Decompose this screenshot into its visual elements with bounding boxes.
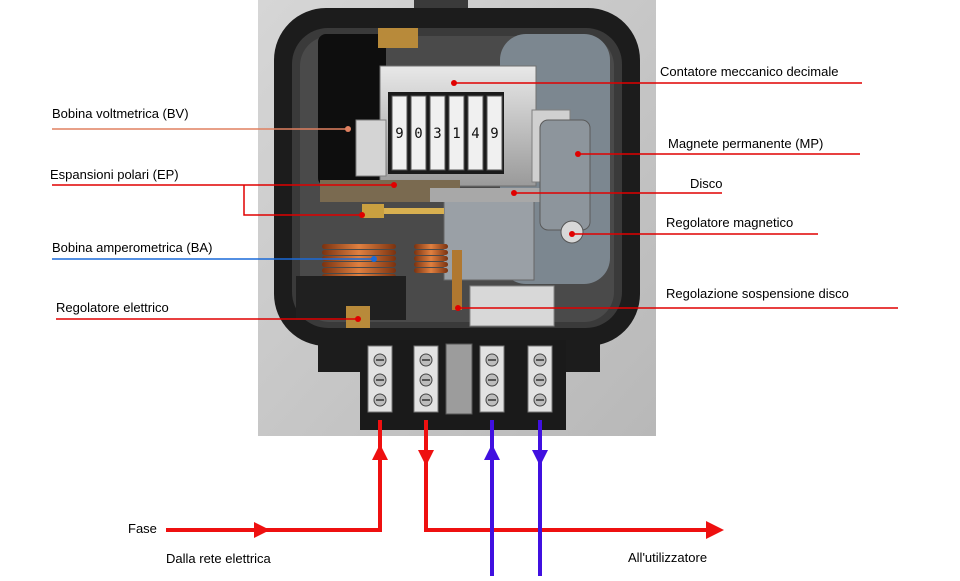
coil-turn (322, 268, 396, 273)
coil-top-hardware (378, 28, 418, 48)
coil-turn (414, 244, 448, 249)
label-regolatore-magnetico: Regolatore magnetico (666, 215, 794, 230)
counter-drum (467, 95, 484, 171)
neutral-up-arrow (484, 444, 500, 460)
phase-wiring (166, 420, 706, 532)
disc-rim (430, 188, 560, 202)
suspension-post (452, 250, 462, 310)
phase-up-arrow (372, 444, 388, 460)
callout-dots (345, 80, 581, 322)
top-mount (414, 0, 468, 10)
label-bobina-amperometrica: Bobina amperometrica (BA) (52, 240, 213, 255)
coil-turn (414, 250, 448, 255)
label-regolazione-sospensione: Regolazione sospensione disco (666, 286, 849, 301)
label-regolatore-elettrico: Regolatore elettrico (56, 300, 169, 315)
counter-drum (410, 95, 427, 171)
arrow-head-icon (484, 444, 548, 466)
phase-in-arrow (254, 522, 270, 538)
label-utilizzatore: All'utilizzatore (628, 550, 708, 565)
counter-drum (448, 95, 465, 171)
brass-screw (362, 204, 384, 218)
coil-turn (414, 268, 448, 273)
callout-lines (52, 82, 898, 320)
terminal-bridge (445, 343, 473, 415)
coil-turn (322, 244, 396, 249)
label-contatore-meccanico: Contatore meccanico decimale (660, 64, 839, 79)
suspension-bracket (469, 285, 555, 327)
label-dalla-rete: Dalla rete elettrica (166, 551, 271, 566)
coil-turn (322, 262, 396, 267)
coil-turn (322, 250, 396, 255)
phase-down-arrow (418, 450, 434, 466)
terminal-screws (367, 343, 553, 415)
arrow-head-icon (254, 444, 724, 539)
counter-digit: 4 (471, 126, 479, 142)
neutral-wiring (490, 420, 542, 576)
label-espansioni-polari: Espansioni polari (EP) (50, 167, 179, 182)
counter-digit: 1 (452, 126, 460, 142)
permanent-magnet (539, 119, 591, 231)
phase-out-wire (424, 420, 706, 532)
label-disco: Disco (690, 176, 723, 191)
neutral-down-arrow (532, 450, 548, 466)
counter-drum (429, 95, 446, 171)
label-fase: Fase (128, 521, 157, 536)
counter-digit: 3 (433, 126, 441, 142)
phase-in-wire (166, 420, 382, 532)
label-magnete-permanente: Magnete permanente (MP) (668, 136, 824, 151)
label-bobina-voltmetrica: Bobina voltmetrica (BV) (52, 106, 189, 121)
counter-digit: 9 (395, 126, 403, 142)
phase-out-arrow (706, 521, 724, 539)
brass-rod (384, 208, 444, 214)
counter-drum (391, 95, 408, 171)
callout-ep-branch (243, 185, 362, 216)
coil-turn (414, 256, 448, 261)
counter-digit: 0 (414, 126, 422, 142)
counter-digit: 9 (490, 126, 498, 142)
counter-drum (486, 95, 503, 171)
coil-turn (414, 262, 448, 267)
counter-plate-left (355, 119, 387, 177)
